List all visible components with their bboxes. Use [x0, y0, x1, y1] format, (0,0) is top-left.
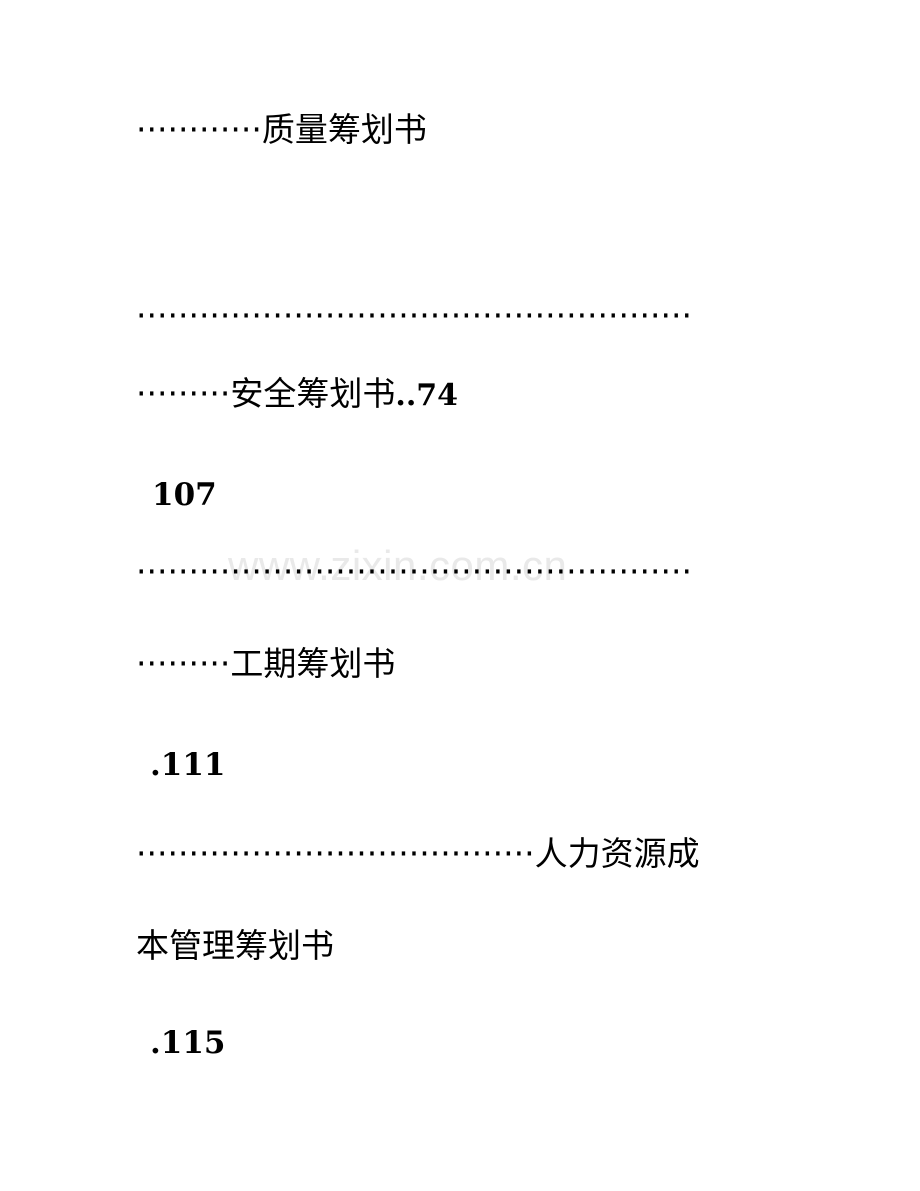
leader-dots: ·········	[136, 374, 231, 413]
toc-entry-page-number: ..74	[395, 378, 459, 413]
toc-leader-line-full-2: ········································…	[136, 552, 692, 591]
leader-dots: ······································	[136, 834, 535, 873]
toc-page-number-111: .111	[150, 746, 226, 784]
toc-page-number-115: .115	[150, 1024, 226, 1062]
page-number-value: 107	[152, 477, 217, 513]
leader-dots: ········································…	[136, 552, 692, 591]
toc-entry-hr-cost-plan-part1: ······································人力…	[136, 834, 700, 874]
leader-dots: ········································…	[136, 296, 692, 335]
toc-entry-hr-cost-plan-part2: 本管理筹划书	[136, 926, 334, 966]
toc-entry-title: 质量筹划书	[261, 110, 427, 149]
toc-leader-line-full: ········································…	[136, 296, 692, 335]
page-number-value: .111	[150, 747, 226, 783]
leader-dots: ············	[136, 110, 262, 149]
toc-entry-schedule-plan: ·········工期筹划书	[136, 644, 395, 684]
toc-entry-quality-plan: ············质量筹划书	[136, 110, 427, 150]
watermark-text: www.zixin.com.cn	[228, 542, 568, 589]
page-number-value: .115	[150, 1025, 226, 1061]
toc-page-number-107: 107	[152, 476, 217, 514]
leader-dots: ·········	[136, 644, 231, 683]
toc-entry-title: 本管理筹划书	[136, 926, 334, 965]
toc-entry-safety-plan: ·········安全筹划书..74	[136, 374, 458, 414]
toc-entry-title: 工期筹划书	[230, 644, 396, 683]
toc-entry-title: 人力资源成	[534, 834, 700, 873]
toc-entry-title: 安全筹划书	[230, 374, 396, 413]
